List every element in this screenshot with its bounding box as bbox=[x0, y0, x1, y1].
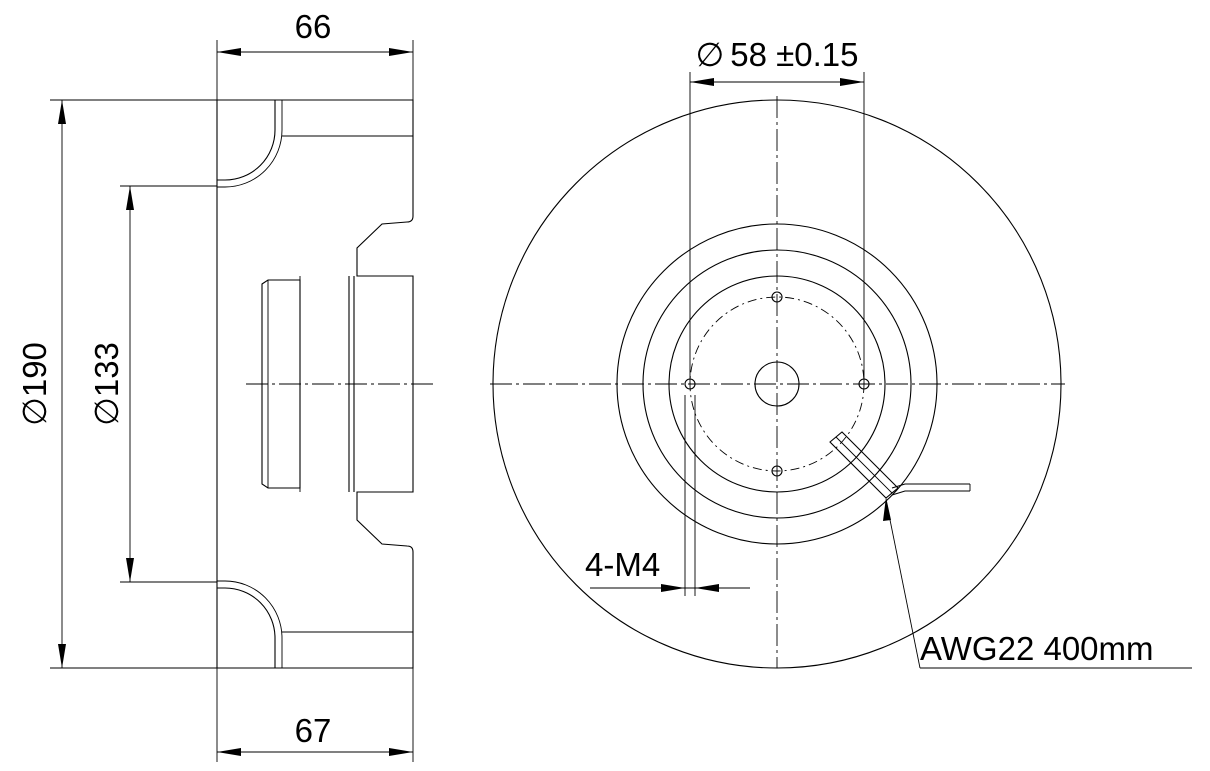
bottom-flange-curve bbox=[217, 587, 276, 668]
dim-m4-arrow-right bbox=[695, 584, 719, 592]
dim-66-arrow-right bbox=[389, 48, 413, 56]
dim-67-arrow-right bbox=[389, 748, 413, 756]
front-view: ∅58 ±0.15 4-M4 AWG22 400mm bbox=[490, 36, 1192, 669]
wire-grommet-line bbox=[835, 436, 893, 494]
dim-190-arrow-top bbox=[58, 100, 66, 124]
impeller-outer-circle bbox=[492, 99, 1062, 669]
wire-grommet bbox=[829, 431, 899, 499]
dim-66-label: 66 bbox=[295, 8, 332, 45]
side-view: 66 67 ∅190 ∅133 bbox=[16, 8, 436, 762]
top-flange-curve-inner bbox=[217, 100, 283, 188]
dim-66-arrow-left bbox=[217, 48, 241, 56]
dim-58-arrow-left bbox=[690, 78, 714, 86]
wire-leader-line bbox=[886, 504, 921, 669]
top-flange-curve bbox=[217, 100, 276, 181]
dim-133-arrow-bottom bbox=[126, 558, 134, 582]
dim-190-label: ∅190 bbox=[16, 342, 53, 426]
dim-67-arrow-left bbox=[217, 748, 241, 756]
dim-58-label: ∅58 ±0.15 bbox=[696, 36, 859, 73]
dim-m4-label: 4-M4 bbox=[585, 546, 660, 583]
dim-m4-arrow-left bbox=[661, 584, 685, 592]
side-view-outline bbox=[216, 99, 414, 669]
svg-text:∅190: ∅190 bbox=[16, 342, 53, 426]
lead-wire-2 bbox=[891, 490, 970, 496]
dim-190-arrow-bottom bbox=[58, 644, 66, 668]
wire-label: AWG22 400mm bbox=[920, 630, 1154, 667]
dim-133-arrow-top bbox=[126, 186, 134, 210]
dim-58-arrow-right bbox=[840, 78, 864, 86]
svg-text:∅133: ∅133 bbox=[88, 342, 125, 426]
dim-67-label: 67 bbox=[295, 712, 332, 749]
dim-133-label: ∅133 bbox=[88, 342, 125, 426]
bottom-flange-curve-inner bbox=[217, 580, 283, 668]
lead-wire-1 bbox=[891, 483, 970, 489]
